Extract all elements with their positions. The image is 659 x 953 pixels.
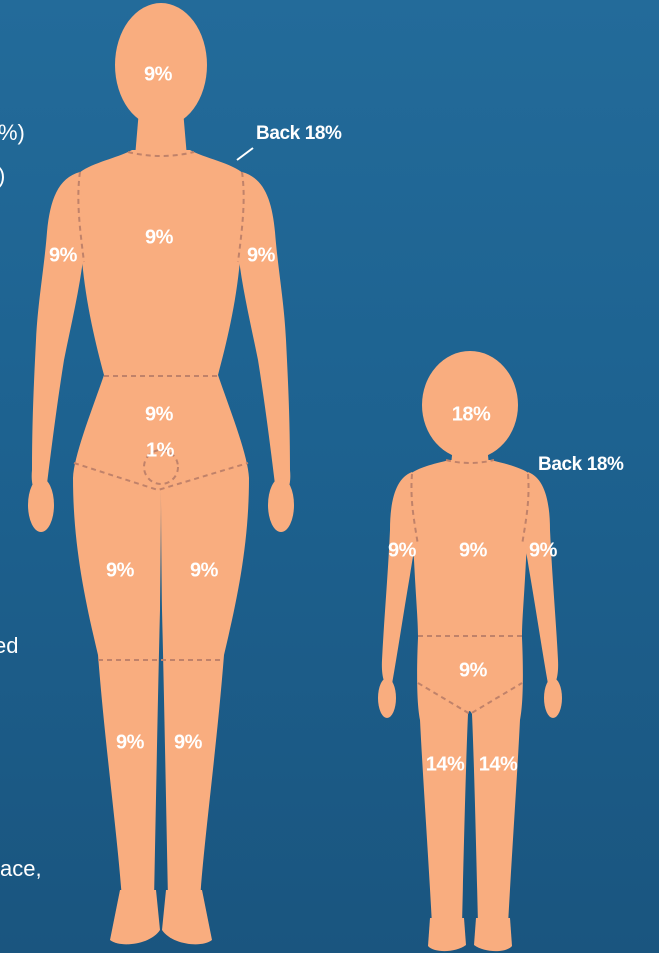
adult-left-lower-leg-percent: 9%: [116, 732, 144, 755]
child-head-percent: 18%: [452, 404, 491, 427]
adult-torso-legs: [73, 150, 249, 900]
child-right-leg-percent: 14%: [479, 754, 518, 777]
adult-back-label: Back 18%: [256, 123, 342, 145]
adult-right-arm-percent: 9%: [247, 245, 275, 268]
child-right-foot: [474, 918, 512, 951]
adult-right-thigh-percent: 9%: [190, 560, 218, 583]
adult-left-arm: [32, 172, 85, 495]
adult-right-arm: [237, 172, 290, 495]
child-right-hand: [544, 678, 562, 718]
adult-right-foot: [162, 890, 212, 944]
adult-figure: [28, 3, 294, 944]
adult-groin-percent: 1%: [146, 440, 174, 463]
adult-abdomen-percent: 9%: [145, 404, 173, 427]
child-right-arm-percent: 9%: [529, 540, 557, 563]
child-left-foot: [428, 918, 466, 951]
child-torso-legs: [407, 460, 532, 925]
adult-right-hand: [268, 478, 294, 532]
adult-left-thigh-percent: 9%: [106, 560, 134, 583]
adult-back-leader-line: [237, 148, 253, 160]
adult-neck: [135, 110, 187, 157]
child-left-hand: [378, 678, 396, 718]
child-left-arm-percent: 9%: [388, 540, 416, 563]
child-chest-percent: 9%: [459, 540, 487, 563]
adult-left-arm-percent: 9%: [49, 245, 77, 268]
adult-head-percent: 9%: [144, 64, 172, 87]
adult-left-hand: [28, 478, 54, 532]
adult-left-foot: [110, 890, 160, 944]
child-figure: [378, 351, 562, 951]
adult-chest-percent: 9%: [145, 227, 173, 250]
child-abdomen-percent: 9%: [459, 660, 487, 683]
adult-right-lower-leg-percent: 9%: [174, 732, 202, 755]
child-left-leg-percent: 14%: [426, 754, 465, 777]
child-back-label: Back 18%: [538, 454, 624, 476]
